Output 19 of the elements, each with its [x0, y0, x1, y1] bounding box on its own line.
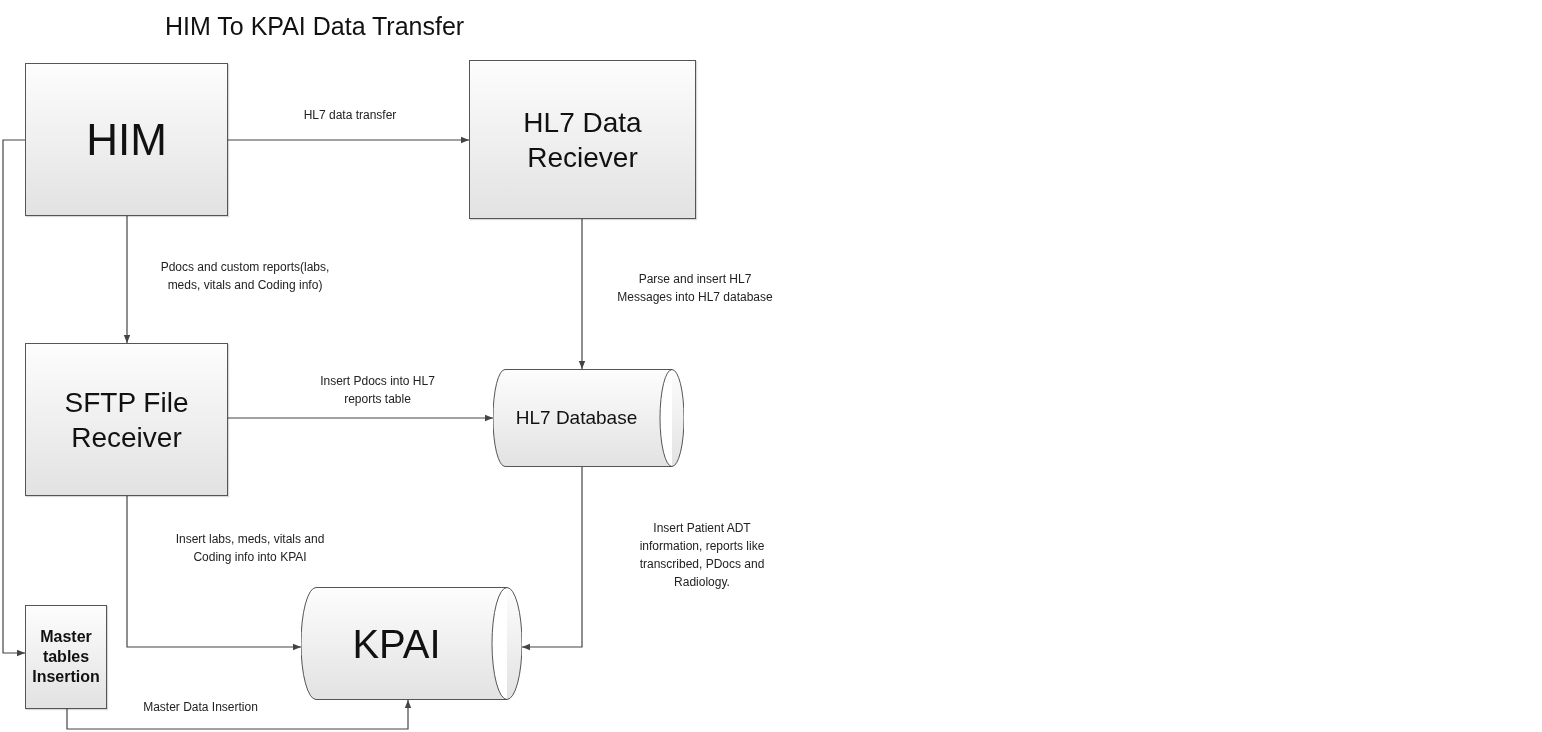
node-label: HL7 Database — [515, 406, 638, 430]
process-box — [25, 343, 228, 496]
diagram-title: HIM To KPAI Data Transfer — [165, 11, 465, 42]
node-label: Master tables Insertion — [31, 627, 101, 687]
process-box — [469, 60, 696, 219]
process-box — [25, 605, 107, 709]
arrow — [66, 699, 412, 730]
arrow — [2, 139, 26, 657]
arrow — [521, 466, 583, 651]
process-box — [25, 63, 228, 216]
arrow — [123, 215, 131, 344]
node-label: HL7 Data Reciever — [522, 105, 643, 175]
node-label: SFTP File Receiver — [63, 385, 190, 455]
arrow — [227, 414, 494, 422]
arrow — [227, 136, 470, 144]
arrow — [578, 218, 586, 370]
node-label: KPAI — [352, 620, 441, 668]
node-label: HIM — [86, 114, 167, 166]
arrow — [126, 495, 302, 651]
